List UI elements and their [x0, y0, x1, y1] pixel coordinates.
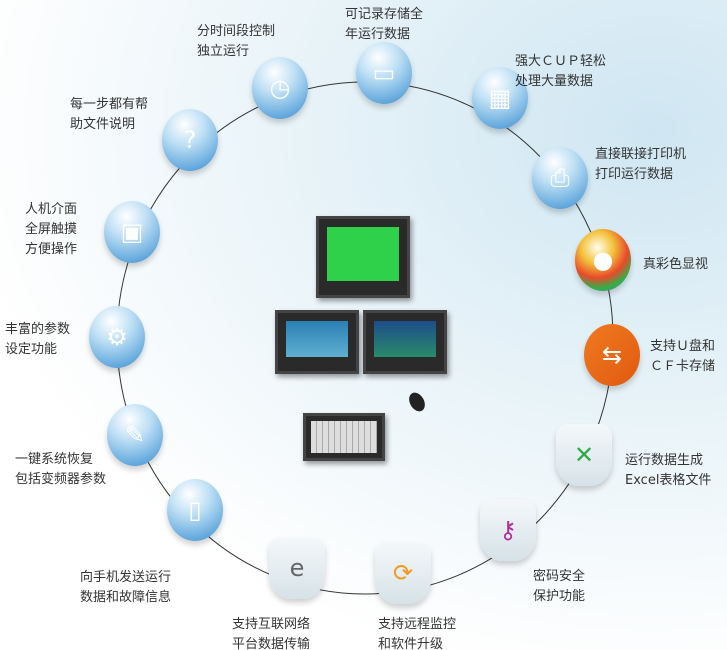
feature-label-line: 支持互联网络 [232, 617, 311, 632]
feature-label-line: 密码安全 [533, 569, 586, 584]
feature-label: 一键系统恢复包括变频器参数 [15, 450, 106, 490]
feature-label-line: 人机介面 [25, 202, 78, 217]
feature-label-line: 包括变频器参数 [15, 472, 107, 487]
hard-drive-icon: ▭ [356, 42, 412, 104]
feature-label-line: 一键系统恢复 [15, 452, 94, 467]
feature-label: 密码安全保护功能 [533, 567, 585, 607]
feature-label: 支持Ｕ盘和 ＣＦ卡存储 [650, 337, 715, 377]
feature-label-line: 处理大量数据 [515, 74, 594, 89]
wrench-tools-icon: ✎ [107, 404, 163, 466]
feature-label-line: 助文件说明 [70, 117, 136, 132]
gear-settings-icon: ⚙ [89, 306, 145, 368]
feature-label-line: Excel表格文件 [625, 473, 712, 488]
rainbow-egg-icon: ● [575, 229, 631, 291]
feature-label: 真彩色显视 [643, 255, 708, 275]
internet-explorer-icon: e [269, 537, 325, 599]
feature-label-line: 保护功能 [533, 589, 586, 604]
hmi-panel-right [363, 310, 447, 374]
feature-label-line: 每一步都有帮 [70, 97, 149, 112]
feature-label-line: 和软件升级 [378, 637, 444, 650]
feature-label: 强大ＣＵＰ轻松处理大量数据 [515, 52, 606, 92]
feature-label-line: 方便操作 [25, 242, 78, 257]
feature-label: 丰富的参数设定功能 [5, 320, 70, 360]
printer-icon: ⎙ [532, 147, 588, 209]
feature-label-line: 设定功能 [5, 342, 58, 357]
usb-drive-icon: ⇆ [584, 324, 640, 386]
feature-label-line: 年运行数据 [345, 27, 411, 42]
feature-label-line: 强大ＣＵＰ轻松 [515, 54, 607, 69]
cpu-chip-icon: ▦ [472, 67, 528, 129]
feature-label: 分时间段控制独立运行 [197, 22, 275, 62]
feature-label-line: 向手机发送运行 [80, 570, 172, 585]
feature-label: 向手机发送运行数据和故障信息 [80, 568, 171, 608]
feature-label-line: 支持远程监控 [378, 617, 457, 632]
remote-globe-icon: ⟳ [375, 542, 431, 604]
feature-label-line: 数据和故障信息 [80, 590, 172, 605]
feature-label-line: 真彩色显视 [643, 257, 709, 272]
keyboard-icon [303, 413, 385, 461]
feature-label-line: 打印运行数据 [595, 167, 674, 182]
key-lock-icon: ⚷ [480, 499, 536, 561]
mobile-phone-icon: ▯ [167, 479, 223, 541]
feature-label: 每一步都有帮助文件说明 [70, 95, 148, 135]
feature-label: 支持远程监控和软件升级 [378, 615, 456, 650]
feature-label-line: 支持Ｕ盘和 [650, 339, 716, 354]
hmi-panel-left [275, 310, 359, 374]
hmi-panel-large [316, 216, 410, 298]
touch-monitor-icon: ▣ [104, 201, 160, 263]
clock-icon: ◷ [252, 57, 308, 119]
excel-icon: ✕ [556, 424, 612, 486]
feature-label: 可记录存储全年运行数据 [345, 5, 423, 45]
feature-label-line: 丰富的参数 [5, 322, 71, 337]
feature-label-line: 全屏触摸 [25, 222, 78, 237]
feature-label-line: 独立运行 [197, 44, 250, 59]
feature-label-line: 运行数据生成 [625, 453, 704, 468]
feature-label-line: 分时间段控制 [197, 24, 276, 39]
feature-label-line: 直接联接打印机 [595, 147, 687, 162]
feature-label-line: 可记录存储全 [345, 7, 424, 22]
feature-label: 人机介面全屏触摸方便操作 [25, 200, 77, 260]
help-lifebuoy-icon: ? [162, 109, 218, 171]
feature-label-line: 平台数据传输 [232, 637, 311, 650]
feature-label-line: ＣＦ卡存储 [650, 359, 716, 374]
feature-label: 直接联接打印机打印运行数据 [595, 145, 686, 185]
feature-label: 支持互联网络平台数据传输 [232, 615, 310, 650]
feature-label: 运行数据生成 Excel表格文件 [625, 451, 711, 491]
